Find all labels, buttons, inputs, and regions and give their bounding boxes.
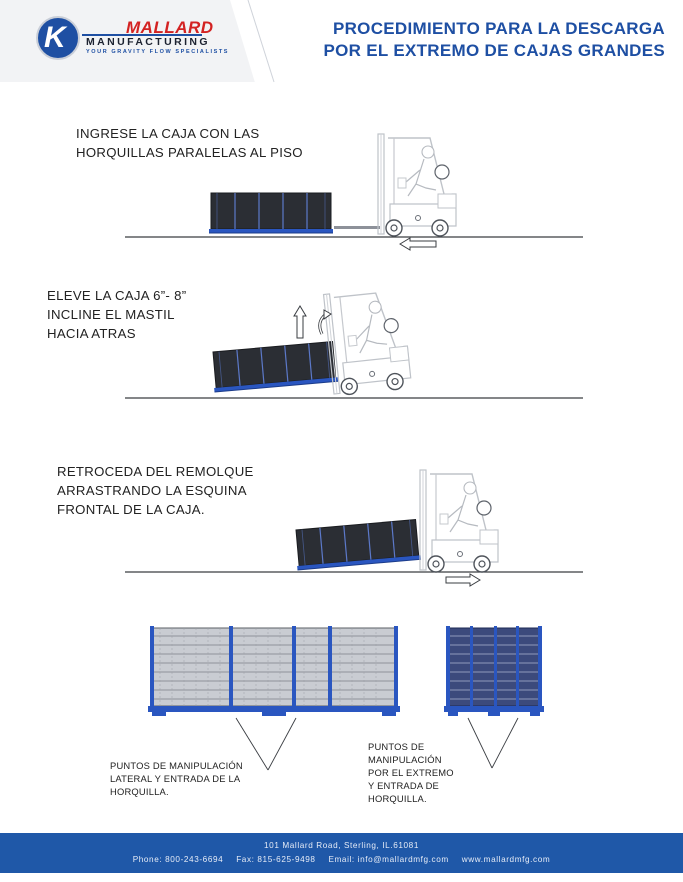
logo-mark: K	[44, 21, 66, 54]
footer-phone: Phone: 800-243-6694	[132, 855, 224, 864]
tilt-rotate-icon	[318, 309, 332, 335]
page-title-line1: PROCEDIMIENTO PARA LA DESCARGA	[332, 19, 665, 38]
crate-end-view	[444, 626, 544, 716]
scene-1-enter-forks	[125, 133, 583, 251]
crate-side-view	[148, 626, 400, 716]
step-3-text: RETROCEDA DEL REMOLQUE ARRASTRANDO LA ES…	[57, 462, 254, 519]
end-note-line1: PUNTOS DE	[368, 741, 425, 752]
page-title-line2: POR EL EXTREMO DE CAJAS GRANDES	[323, 41, 665, 60]
step-3-line2: ARRASTRANDO LA ESQUINA	[57, 483, 247, 498]
step-1-line2: HORQUILLAS PARALELAS AL PISO	[76, 145, 303, 160]
end-handling-note: PUNTOS DE MANIPULACIÓN POR EL EXTREMO Y …	[368, 740, 454, 805]
step-1-line1: INGRESE LA CAJA CON LAS	[76, 126, 260, 141]
step-3-line1: RETROCEDA DEL REMOLQUE	[57, 464, 254, 479]
logo-bar	[82, 34, 202, 36]
forks-1	[334, 226, 380, 229]
logo-tagline: YOUR GRAVITY FLOW SPECIALISTS	[86, 49, 230, 55]
step-2-text: ELEVE LA CAJA 6”- 8” INCLINE EL MASTIL H…	[47, 286, 186, 343]
footer-fax: Fax: 815-625-9498	[236, 855, 316, 864]
side-handling-note: PUNTOS DE MANIPULACIÓN LATERAL Y ENTRADA…	[110, 759, 243, 798]
scene-2-lift-tilt	[125, 285, 583, 399]
footer: 101 Mallard Road, Sterling, IL.61081 Pho…	[0, 833, 683, 873]
logo-manufacturing: MANUFACTURING	[86, 36, 210, 48]
mallard-logo-icon: K	[36, 16, 80, 60]
step-2-line1: ELEVE LA CAJA 6”- 8”	[47, 288, 187, 303]
crate-2	[210, 340, 339, 393]
step-2-line2: INCLINE EL MASTIL	[47, 307, 175, 322]
scene-3-back-out	[125, 469, 583, 587]
mallard-logo: K MALLARD MANUFACTURING YOUR GRAVITY FLO…	[36, 16, 236, 60]
logo-name: MALLARD	[126, 18, 214, 37]
procedure-illustrations	[125, 133, 583, 771]
end-note-line3: POR EL EXTREMO	[368, 767, 454, 778]
side-note-line2: LATERAL Y ENTRADA DE LA	[110, 773, 241, 784]
arrow-right-icon	[445, 573, 481, 587]
header-divider	[230, 0, 290, 86]
step-1-text: INGRESE LA CAJA CON LAS HORQUILLAS PARAL…	[76, 124, 303, 162]
side-note-line1: PUNTOS DE MANIPULACIÓN	[110, 760, 243, 771]
pointer-lines	[235, 717, 519, 771]
forklift-icon	[377, 133, 457, 237]
end-note-line5: HORQUILLA.	[368, 793, 427, 804]
arrow-left-icon	[399, 237, 437, 251]
step-2-line3: HACIA ATRAS	[47, 326, 136, 341]
end-note-line2: MANIPULACIÓN	[368, 754, 442, 765]
arrow-up-icon	[293, 305, 307, 339]
footer-email-link[interactable]: Email: info@mallardmfg.com	[328, 855, 449, 864]
footer-website-link[interactable]: www.mallardmfg.com	[461, 855, 551, 864]
step-3-line3: FRONTAL DE LA CAJA.	[57, 502, 205, 517]
footer-contacts: Phone: 800-243-6694 Fax: 815-625-9498 Em…	[0, 855, 683, 864]
page-title: PROCEDIMIENTO PARA LA DESCARGA POR EL EX…	[285, 18, 665, 62]
crate-1	[208, 192, 334, 234]
footer-address: 101 Mallard Road, Sterling, IL.61081	[264, 841, 419, 850]
forklift-icon	[419, 469, 499, 573]
side-note-line3: HORQUILLA.	[110, 786, 169, 797]
end-note-line4: Y ENTRADA DE	[368, 780, 439, 791]
crate-3	[293, 518, 422, 571]
